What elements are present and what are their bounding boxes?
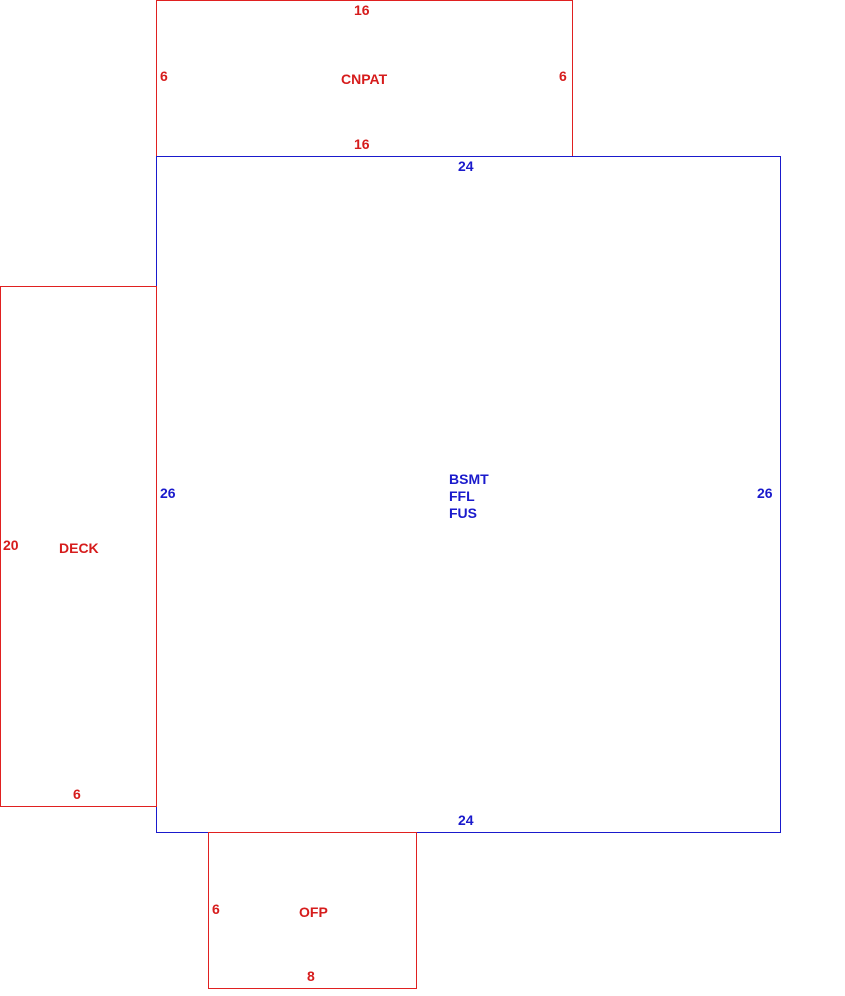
deck-bottom-dimension: 6 xyxy=(73,786,81,802)
main-label-line: FFL xyxy=(449,488,475,504)
main-label-line: FUS xyxy=(449,505,477,521)
cnpat-left-dimension: 6 xyxy=(160,68,168,84)
ofp-left-dimension: 6 xyxy=(212,901,220,917)
main-bottom-dimension: 24 xyxy=(458,812,474,828)
cnpat-right-dimension: 6 xyxy=(559,68,567,84)
ofp-label: OFP xyxy=(299,904,328,920)
main-label-line: BSMT xyxy=(449,471,489,487)
deck-area xyxy=(0,286,157,807)
cnpat-top-dimension: 16 xyxy=(354,2,370,18)
cnpat-label: CNPAT xyxy=(341,71,388,87)
main-structure-label: BSMT FFL FUS xyxy=(449,471,489,522)
ofp-bottom-dimension: 8 xyxy=(307,968,315,984)
main-right-dimension: 26 xyxy=(757,485,773,501)
main-top-dimension: 24 xyxy=(458,158,474,174)
main-left-dimension: 26 xyxy=(160,485,176,501)
deck-left-dimension: 20 xyxy=(3,537,19,553)
cnpat-bottom-dimension: 16 xyxy=(354,136,370,152)
deck-label: DECK xyxy=(59,540,99,556)
ofp-area xyxy=(208,832,417,989)
